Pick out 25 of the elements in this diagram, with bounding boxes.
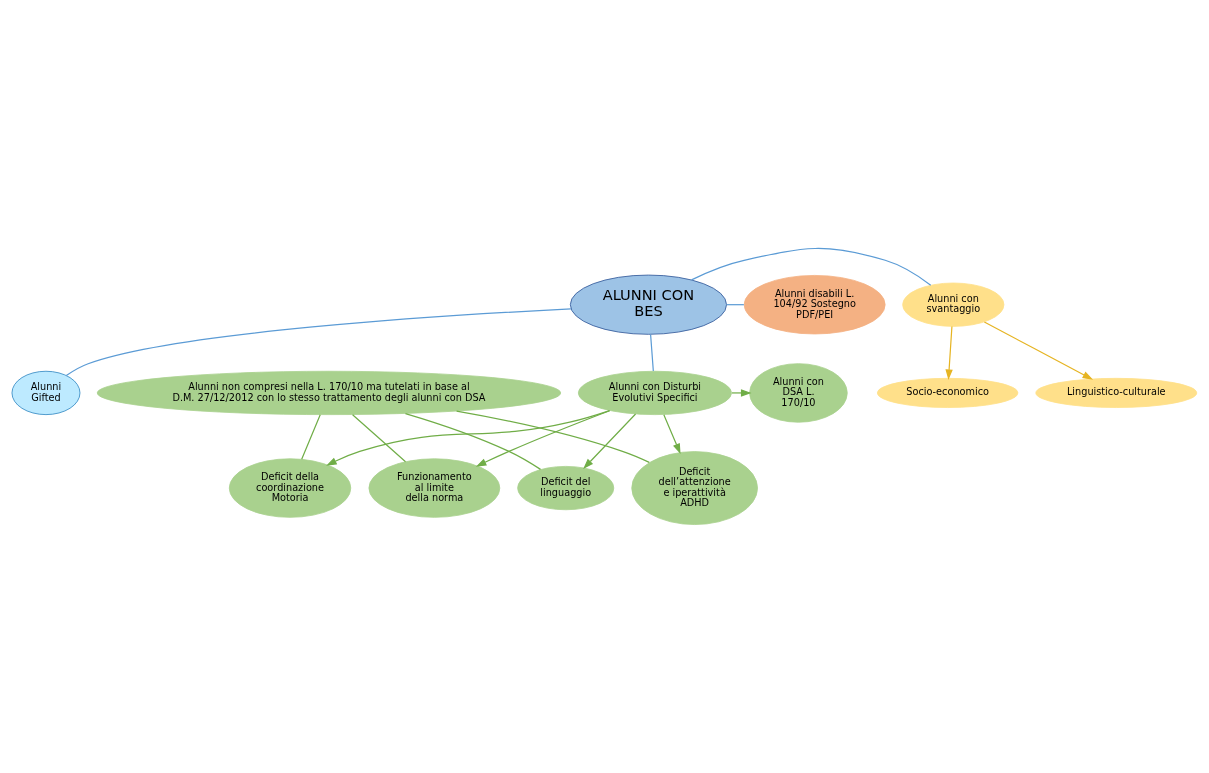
node-ellipse: Socio-economico bbox=[876, 377, 1019, 408]
arrow bbox=[583, 413, 637, 469]
node-ellipse: Alunni con svantaggio bbox=[902, 282, 1005, 327]
node-ellipse: Alunni Gifted bbox=[11, 370, 81, 416]
node-ellipse: Alunni con Disturbi Evolutivi Specifici bbox=[577, 370, 732, 416]
node-ellipse: ALUNNI CON BES bbox=[569, 274, 727, 335]
node-ellipse: Linguistico-culturale bbox=[1035, 377, 1198, 408]
connector bbox=[65, 308, 572, 377]
arrow bbox=[731, 389, 752, 397]
node-ellipse: Alunni non compresi nella L. 170/10 ma tutelati in base al D.M. 27/12/2012 con lo stesso trattamento degli alunni con DSA bbox=[96, 370, 562, 416]
arrow bbox=[983, 321, 1094, 380]
arrow bbox=[475, 410, 611, 467]
arrow bbox=[326, 409, 611, 466]
node-ellipse: Deficit dell’attenzione e iperattività ADHD bbox=[631, 451, 758, 525]
node-ellipse: Alunni disabili L. 104/92 Sostegno PDF/PEI bbox=[743, 275, 886, 335]
connector bbox=[650, 333, 654, 372]
connector bbox=[301, 414, 321, 460]
connector bbox=[352, 414, 407, 463]
node-ellipse: Alunni con DSA L. 170/10 bbox=[749, 363, 848, 423]
connector bbox=[455, 410, 650, 463]
connector bbox=[690, 247, 932, 286]
arrow bbox=[663, 414, 681, 455]
arrow bbox=[945, 325, 953, 380]
node-ellipse: Deficit del linguaggio bbox=[517, 465, 615, 511]
connector bbox=[404, 412, 542, 470]
